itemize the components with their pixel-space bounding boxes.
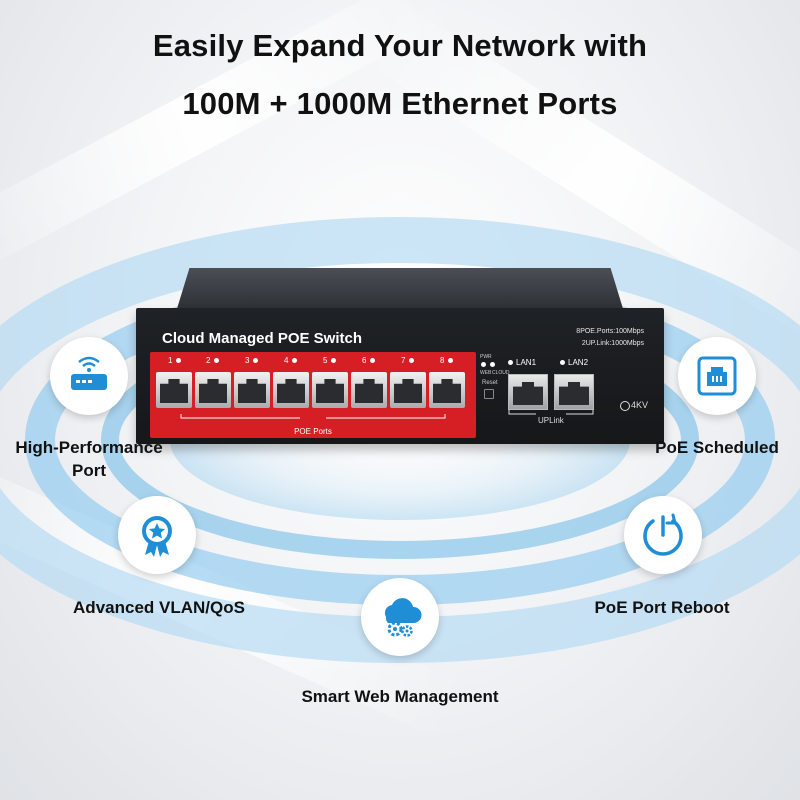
pwr-led-icon <box>481 362 486 367</box>
cloud-label: CLOUD <box>492 370 510 376</box>
led-icon <box>253 358 259 364</box>
cloud-gears-icon <box>361 578 439 656</box>
router-icon <box>50 337 128 415</box>
feature-label-poe-scheduled: PoE Scheduled <box>655 438 779 457</box>
headline-line-2: 100M + 1000M Ethernet Ports <box>182 86 618 121</box>
rj45-port-icon <box>312 372 348 408</box>
poe-ports-label: POE Ports <box>294 427 332 436</box>
surge-rating: 4KV <box>620 400 648 411</box>
uplink-bracket <box>508 410 594 415</box>
led-icon <box>508 360 513 366</box>
led-icon <box>448 358 454 364</box>
port-number-7: 7 <box>401 356 415 365</box>
rj45-port-icon <box>351 372 387 408</box>
indicator-panel: PWR WEB CLOUD Reset <box>480 352 510 412</box>
feature-label-vlan: Advanced VLAN/QoS <box>73 598 245 617</box>
rj45-port-icon <box>390 372 426 408</box>
reset-button[interactable] <box>484 389 494 399</box>
power-reboot-icon <box>624 496 702 574</box>
rj45-port-icon <box>195 372 231 408</box>
feature-label-port: High-Performance Port <box>15 438 163 480</box>
led-icon <box>176 358 182 364</box>
uplink-port-icon <box>508 374 548 410</box>
ethernet-port-icon-glyph <box>697 356 737 396</box>
uplink-label-lan2: LAN2 <box>560 358 588 367</box>
web-led-icon <box>490 362 495 367</box>
poe-bracket <box>180 414 446 419</box>
led-icon <box>214 358 220 364</box>
switch-spec: 8POE.Ports:100Mbps 2UP.Link:1000Mbps <box>576 326 644 350</box>
headline-line-1: Easily Expand Your Network with <box>152 28 648 63</box>
port-number-5: 5 <box>323 356 337 365</box>
led-icon <box>560 360 565 366</box>
led-icon <box>409 358 415 364</box>
poe-ports-panel: 1 2 3 4 5 6 7 8 POE Ports <box>150 352 476 438</box>
reset-label: Reset <box>482 380 498 386</box>
port-number-8: 8 <box>440 356 454 365</box>
port-number-6: 6 <box>362 356 376 365</box>
switch-top-panel <box>176 268 624 312</box>
web-label: WEB <box>480 370 492 376</box>
feature-label-web: Smart Web Management <box>301 687 499 706</box>
rj45-port-icon <box>156 372 192 408</box>
uplink-port-icon <box>554 374 594 410</box>
port-number-4: 4 <box>284 356 298 365</box>
feature-label-reboot: PoE Port Reboot <box>594 598 730 617</box>
switch-title: Cloud Managed POE Switch <box>162 330 363 347</box>
switch-front-panel: Cloud Managed POE Switch 8POE.Ports:100M… <box>136 308 664 444</box>
award-badge-icon <box>118 496 196 574</box>
pwr-label: PWR <box>480 354 492 360</box>
uplink-label: UPLink <box>538 416 564 425</box>
router-icon-glyph <box>71 356 107 390</box>
award-badge-icon-glyph <box>142 516 172 557</box>
spec-poe-ports: 8POE.Ports:100Mbps <box>576 328 644 335</box>
port-number-3: 3 <box>245 356 259 365</box>
poe-switch: Cloud Managed POE Switch 8POE.Ports:100M… <box>136 268 664 446</box>
port-number-1: 1 <box>168 356 182 365</box>
ethernet-port-icon <box>678 337 756 415</box>
led-icon <box>292 358 298 364</box>
led-icon <box>370 358 376 364</box>
shield-icon <box>620 400 630 411</box>
power-reboot-icon-glyph <box>643 513 683 556</box>
led-icon <box>331 358 337 364</box>
spec-uplink: 2UP.Link:1000Mbps <box>581 340 644 347</box>
cloud-gears-icon-glyph <box>384 598 422 637</box>
rj45-port-icon <box>234 372 270 408</box>
uplink-label-lan1: LAN1 <box>508 358 536 367</box>
port-number-2: 2 <box>206 356 220 365</box>
rj45-port-icon <box>273 372 309 408</box>
rj45-port-icon <box>429 372 465 408</box>
